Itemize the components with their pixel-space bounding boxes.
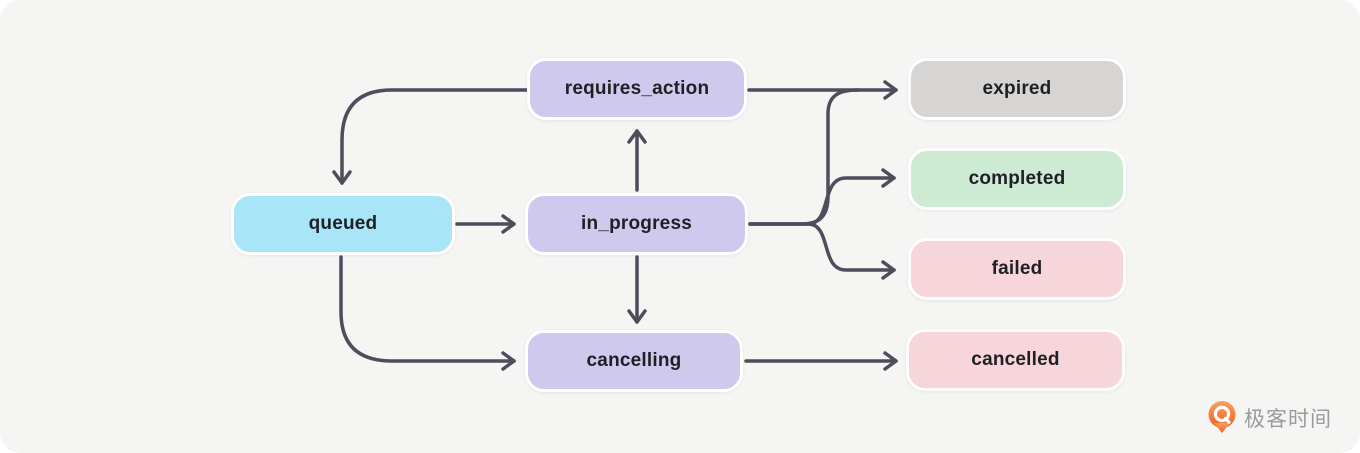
- edge-in_progress-to-expired: [748, 88, 860, 226]
- node-failed: failed: [908, 238, 1126, 300]
- node-requires_action: requires_action: [527, 58, 747, 120]
- node-completed: completed: [908, 148, 1126, 210]
- node-expired: expired: [908, 58, 1126, 120]
- watermark: 极客时间: [1208, 401, 1332, 434]
- node-cancelled: cancelled: [906, 329, 1125, 391]
- edge-in_progress-to-failed: [748, 222, 896, 280]
- edge-in_progress-to-completed: [748, 168, 896, 226]
- edge-queued-to-cancelling: [339, 255, 516, 371]
- edge-requires_action-to-queued: [332, 88, 529, 185]
- node-queued: queued: [231, 193, 455, 255]
- node-cancelling: cancelling: [525, 330, 743, 392]
- watermark-label: 极客时间: [1244, 407, 1332, 431]
- node-in_progress: in_progress: [525, 193, 748, 255]
- geektime-logo-icon: [1208, 401, 1236, 434]
